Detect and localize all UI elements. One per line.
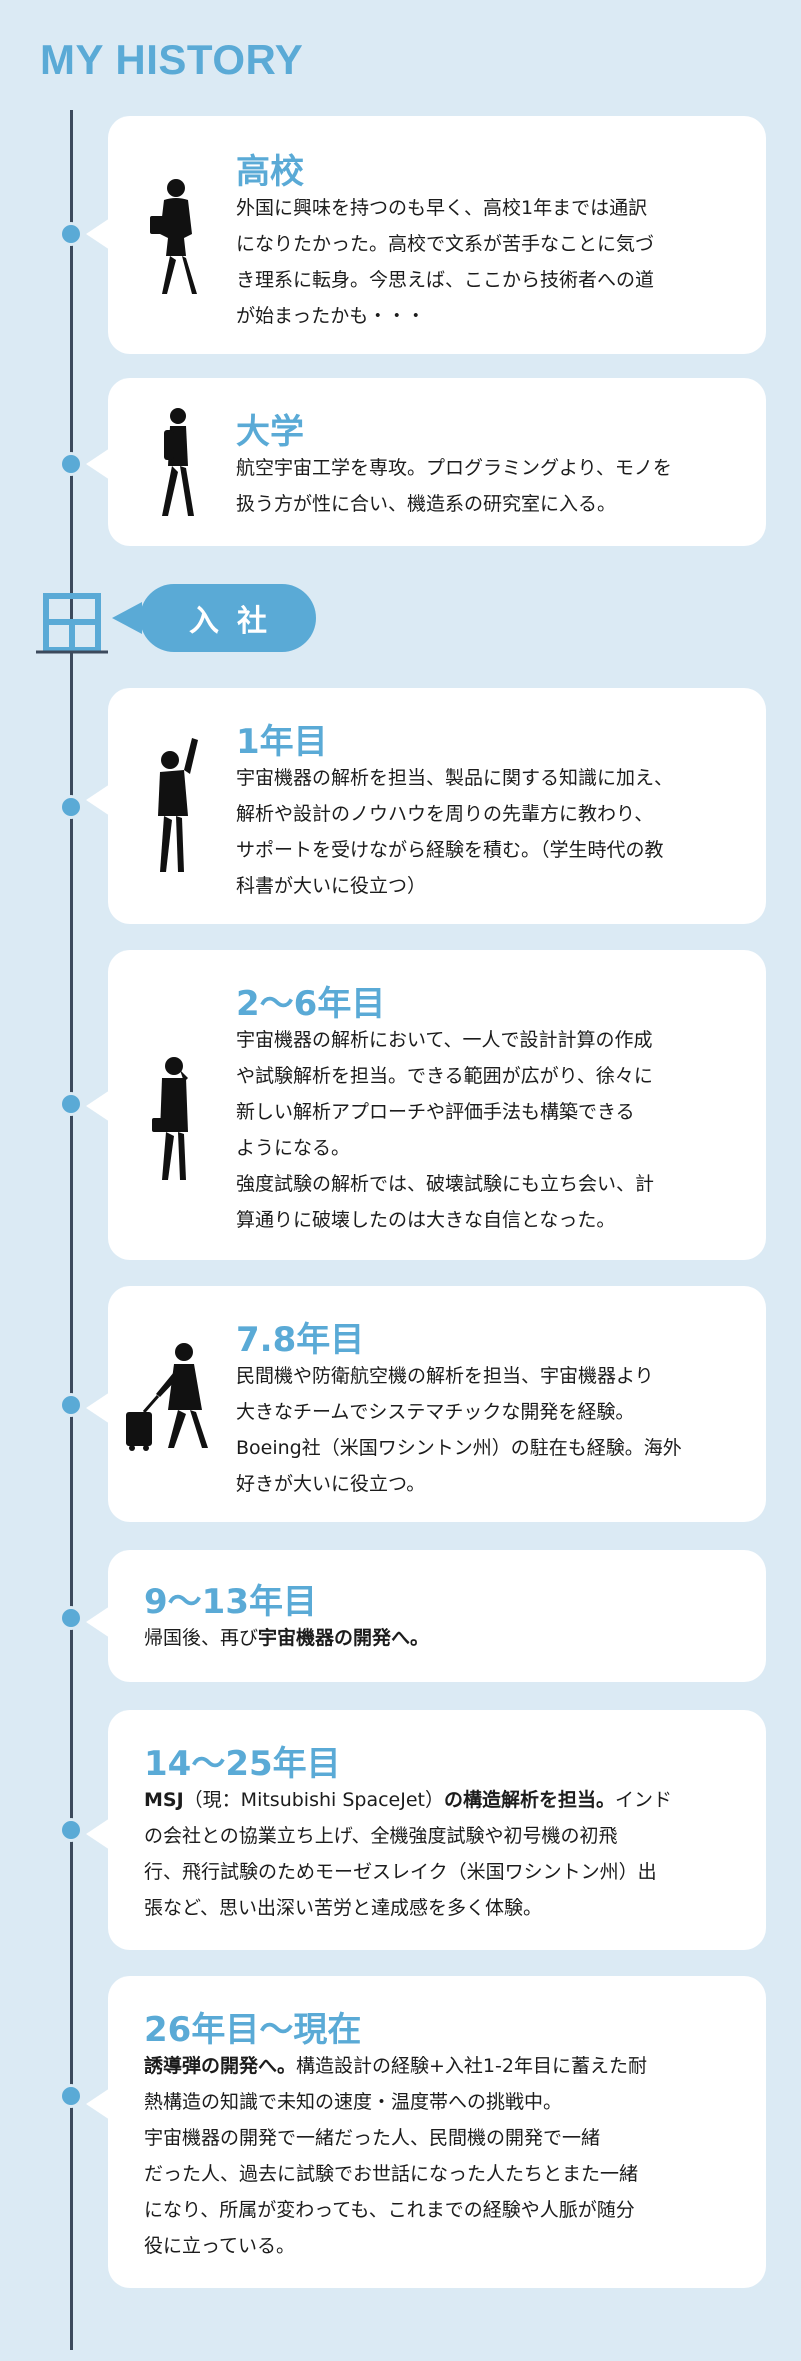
body-line: の会社との協業立ち上げ、全機強度試験や初号機の初飛	[144, 1825, 618, 1847]
body-line: 熱構造の知識で未知の速度・温度帯への挑戦中。	[144, 2091, 563, 2113]
history-card-high-school: 高校 外国に興味を持つのも早く、高校1年までは通訳 になりたかった。高校で文系が…	[86, 116, 766, 354]
body-line: になりたかった。高校で文系が苦手なことに気づ	[236, 233, 655, 255]
body-bold-text: MSJ	[144, 1789, 184, 1811]
body-bold-text: の構造解析を担当。	[443, 1789, 615, 1811]
phone-call-silhouette-icon	[152, 1057, 188, 1180]
card-body: 誘導弾の開発へ。構造設計の経験+入社1-2年目に蓄えた耐 熱構造の知識で未知の速…	[144, 2048, 744, 2264]
body-line: 強度試験の解析では、破壊試験にも立ち会い、計	[236, 1173, 655, 1195]
timeline-dot	[59, 452, 83, 476]
body-line: サポートを受けながら経験を積む。（学生時代の教	[236, 839, 664, 861]
join-company-badge: 入社	[112, 584, 316, 652]
history-card-year-1: 1年目 宇宙機器の解析を担当、製品に関する知識に加え、 解析や設計のノウハウを周…	[86, 688, 766, 924]
body-line: や試験解析を担当。できる範囲が広がり、徐々に	[236, 1065, 653, 1087]
timeline-dot	[59, 222, 83, 246]
timeline-dot	[59, 1393, 83, 1417]
body-line: 宇宙機器の解析において、一人で設計計算の作成	[236, 1029, 653, 1051]
card-body: 民間機や防衛航空機の解析を担当、宇宙機器より 大きなチームでシステマチックな開発…	[236, 1358, 682, 1502]
card-heading: 7.8年目	[236, 1320, 365, 1360]
body-line: だった人、過去に試験でお世話になった人たちとまた一緒	[144, 2163, 639, 2185]
timeline-dot	[59, 1092, 83, 1116]
card-body: 帰国後、再び宇宙機器の開発へ。	[144, 1620, 429, 1656]
body-line: 誘導弾の開発へ。構造設計の経験+入社1-2年目に蓄えた耐	[144, 2048, 744, 2084]
card-heading: 9〜13年目	[144, 1582, 317, 1622]
history-card-year-14-25: 14〜25年目 MSJ（現：Mitsubishi SpaceJet）の構造解析を…	[86, 1710, 766, 1950]
history-card-year-2-6: 2〜6年目 宇宙機器の解析において、一人で設計計算の作成 や試験解析を担当。でき…	[86, 950, 766, 1260]
timeline-dot	[59, 1818, 83, 1842]
body-line: 宇宙機器の解析を担当、製品に関する知識に加え、	[236, 767, 674, 789]
card-heading: 大学	[236, 412, 304, 452]
body-text: 帰国後、再び	[144, 1627, 259, 1649]
card-body: 航空宇宙工学を専攻。プログラミングより、モノを 扱う方が性に合い、機造系の研究室…	[236, 450, 672, 522]
card-heading: 高校	[236, 152, 304, 192]
card-heading: 26年目〜現在	[144, 2010, 362, 2050]
body-line: になり、所属が変わっても、これまでの経験や人脈が随分	[144, 2199, 635, 2221]
timeline-dot	[59, 795, 83, 819]
body-line: Boeing社（米国ワシントン州）の駐在も経験。海外	[236, 1437, 682, 1459]
body-line: 外国に興味を持つのも早く、高校1年までは通訳	[236, 197, 648, 219]
body-line: 扱う方が性に合い、機造系の研究室に入る。	[236, 493, 617, 515]
body-line: 新しい解析アプローチや評価手法も構築できる	[236, 1101, 635, 1123]
walking-student-silhouette-icon	[162, 408, 194, 516]
body-line: MSJ（現：Mitsubishi SpaceJet）の構造解析を担当。インド	[144, 1782, 744, 1818]
body-line: き理系に転身。今思えば、ここから技術者への道	[236, 269, 655, 291]
body-line: ようになる。	[236, 1137, 351, 1159]
student-silhouette-icon	[150, 179, 197, 294]
body-bold-text: 宇宙機器の開発へ。	[258, 1627, 430, 1649]
body-bold-text: 誘導弾の開発へ。	[144, 2055, 297, 2077]
card-body: MSJ（現：Mitsubishi SpaceJet）の構造解析を担当。インド の…	[144, 1782, 744, 1926]
body-line: 民間機や防衛航空機の解析を担当、宇宙機器より	[236, 1365, 654, 1387]
card-body: 宇宙機器の解析を担当、製品に関する知識に加え、 解析や設計のノウハウを周りの先輩…	[236, 760, 673, 904]
page-title: MY HISTORY	[40, 36, 304, 83]
card-heading: 14〜25年目	[144, 1744, 341, 1784]
body-line: 行、飛行試験のためモーゼスレイク（米国ワシントン州）出	[144, 1861, 657, 1883]
body-text: インド	[615, 1789, 673, 1811]
card-body: 外国に興味を持つのも早く、高校1年までは通訳 になりたかった。高校で文系が苦手な…	[236, 190, 654, 334]
body-line: 好きが大いに役立つ。	[236, 1473, 426, 1495]
history-card-year-9-13: 9〜13年目 帰国後、再び宇宙機器の開発へ。	[86, 1550, 766, 1682]
body-line: 航空宇宙工学を専攻。プログラミングより、モノを	[236, 457, 672, 479]
timeline-line	[70, 110, 73, 2350]
body-line: 大きなチームでシステマチックな開発を経験。	[236, 1401, 635, 1423]
body-line: が始まったかも・・・	[236, 305, 426, 327]
body-text: （現：Mitsubishi SpaceJet）	[183, 1789, 444, 1811]
body-line: 宇宙機器の開発で一緒だった人、民間機の開発で一緒	[144, 2127, 601, 2149]
body-line: 役に立っている。	[144, 2235, 296, 2257]
card-heading: 2〜6年目	[236, 984, 386, 1024]
history-card-university: 大学 航空宇宙工学を専攻。プログラミングより、モノを 扱う方が性に合い、機造系の…	[86, 378, 766, 546]
company-entry-icon	[36, 593, 108, 654]
body-line: 算通りに破壊したのは大きな自信となった。	[236, 1209, 616, 1231]
traveler-suitcase-silhouette-icon	[126, 1343, 208, 1451]
card-heading: 1年目	[236, 722, 328, 762]
card-body: 宇宙機器の解析において、一人で設計計算の作成 や試験解析を担当。できる範囲が広が…	[236, 1022, 654, 1238]
timeline-dot	[59, 1606, 83, 1630]
body-line: 張など、思い出深い苦労と達成感を多く体験。	[144, 1897, 543, 1919]
raising-hand-silhouette-icon	[158, 738, 198, 872]
timeline-dot	[59, 2084, 83, 2108]
body-line: 科書が大いに役立つ）	[236, 875, 427, 897]
history-card-year-26-present: 26年目〜現在 誘導弾の開発へ。構造設計の経験+入社1-2年目に蓄えた耐 熱構造…	[86, 1976, 766, 2288]
body-line: 解析や設計のノウハウを周りの先輩方に教わり、	[236, 803, 654, 825]
body-text: 構造設計の経験+入社1-2年目に蓄えた耐	[296, 2055, 647, 2077]
history-card-year-7-8: 7.8年目 民間機や防衛航空機の解析を担当、宇宙機器より 大きなチームでシステマ…	[86, 1286, 766, 1522]
